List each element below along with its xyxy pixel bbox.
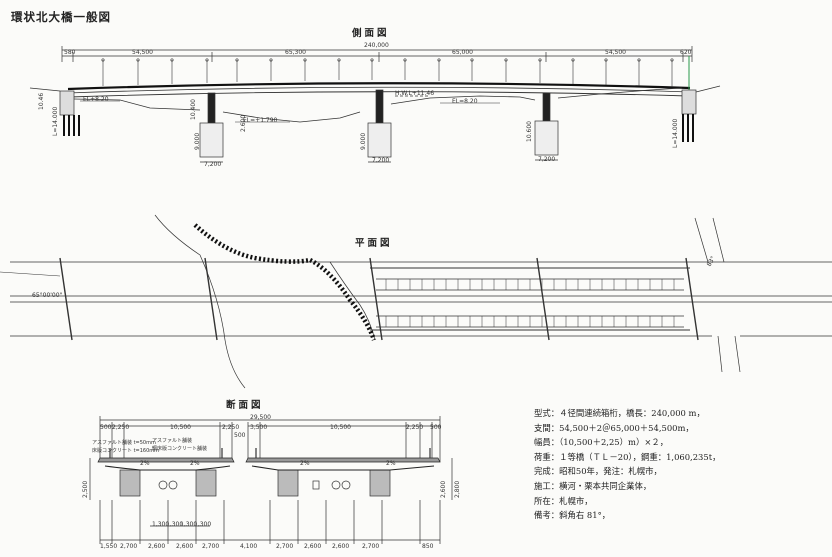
pile-length-right: L=14.000 (672, 118, 679, 148)
level-right: EL=8.20 (452, 98, 478, 105)
sec-w-3: 10,500 (170, 424, 191, 431)
spec-load: 荷重：１等橋（ＴＬ－20），鋼重：1,060,235t， (534, 451, 721, 462)
pile-length-left: L=14.000 (52, 106, 59, 136)
footing-3: 7,200 (538, 156, 556, 163)
sec-note-1: アスファルト舗装 t=50mm (92, 440, 156, 446)
sec-inner-2: 1,300 (166, 521, 184, 528)
sec-slope-3: 2% (300, 460, 310, 467)
specification-notes: 型式：４径間連続箱桁，橋長：240,000 m， 支間：54,500＋2＠65,… (534, 406, 824, 523)
spec-spans: 支間：54,500＋2＠65,000＋54,500m， (534, 422, 694, 433)
footing-2: 7,200 (372, 157, 390, 164)
sec-b-11: 850 (422, 543, 434, 550)
height-pier-3: 10.600 (526, 121, 533, 142)
dim-span-4: 54,500 (605, 49, 626, 56)
level-mid: EL=+1.790 (243, 117, 278, 124)
spec-contractor: 施工：横河・栗本共同企業体， (534, 480, 652, 491)
sec-b-7: 2,700 (276, 543, 294, 550)
spec-location: 所在：札幌市， (534, 495, 593, 506)
height-pier-1: 10.400 (190, 99, 197, 120)
section-view (89, 416, 453, 544)
dim-overall: 240,000 (364, 42, 389, 49)
sec-b-9: 2,600 (332, 543, 350, 550)
dim-span-3: 65,000 (452, 49, 473, 56)
spec-type: 型式：４径間連続箱桁，橋長：240,000 m， (534, 408, 705, 418)
sec-inner-4: 1,300 (194, 521, 212, 528)
sec-inner-1: 1,300 (152, 521, 170, 528)
sec-h-1: 2,500 (82, 480, 89, 498)
level-left: EL+8.20 (83, 96, 109, 103)
spec-remarks: 備考：斜角右 81°， (534, 510, 611, 521)
sec-inner-3: 1,300 (180, 521, 198, 528)
dim-span-1: 54,500 (132, 49, 153, 56)
sec-w-8: 2,250 (406, 424, 424, 431)
section-view-title: 断面図 (226, 400, 264, 411)
height-pier-2: 9.000 (360, 132, 367, 150)
side-view (29, 46, 721, 163)
sec-note-2: 床版コンクリート t=160mm (92, 448, 160, 454)
dim-end-left: 580 (64, 49, 76, 56)
sec-w-2: 2,250 (112, 424, 130, 431)
side-view-title: 側面図 (352, 28, 390, 39)
footing-1: 7,200 (204, 161, 222, 168)
level-hwl: H.W.L+11.46 (395, 90, 435, 97)
plan-view (0, 214, 832, 389)
sec-w-4: 2,250 (222, 424, 240, 431)
sec-b-4: 2,600 (176, 543, 194, 550)
sec-note-4: 鋼床版コンクリート舗装 (152, 446, 208, 452)
sec-b-3: 2,600 (148, 543, 166, 550)
sec-w-5: 500 (234, 432, 246, 439)
sec-slope-4: 2% (386, 460, 396, 467)
sec-b-2: 2,700 (120, 543, 138, 550)
sec-b-1: 1,550 (100, 543, 118, 550)
sec-w-1: 500 (100, 424, 112, 431)
sec-w-6: 3,500 (250, 424, 268, 431)
misc-left: 10.46 (38, 92, 45, 110)
sec-b-8: 2,600 (304, 543, 322, 550)
dim-end-right: 620 (680, 49, 692, 56)
sec-b-6: 4,100 (240, 543, 258, 550)
sec-slope-1: 2% (140, 460, 150, 467)
plan-angle: 65°00'00" (32, 292, 63, 299)
sec-w-total: 29,500 (250, 414, 271, 421)
drawing-title: 環状北大橋一般図 (11, 10, 111, 24)
sec-slope-2: 2% (190, 460, 200, 467)
spec-completion: 完成：昭和50年，発注：札幌市， (534, 466, 662, 477)
sec-b-10: 2,700 (362, 543, 380, 550)
spec-width: 幅員：（10,500＋2,25）m）×２， (534, 437, 669, 448)
sec-w-9: 500 (430, 424, 442, 431)
sec-note-3: アスファルト舗装 (152, 438, 193, 444)
height-pier-1b: 9.000 (194, 132, 201, 150)
plan-view-title: 平面図 (355, 238, 393, 249)
dim-span-2: 65,300 (285, 49, 306, 56)
sec-w-7: 10,500 (330, 424, 351, 431)
sec-h-2: 2,800 (454, 480, 461, 498)
sec-b-5: 2,700 (202, 543, 220, 550)
sec-h-3: 2,600 (440, 480, 447, 498)
misc-pier: 2.600 (240, 114, 247, 132)
